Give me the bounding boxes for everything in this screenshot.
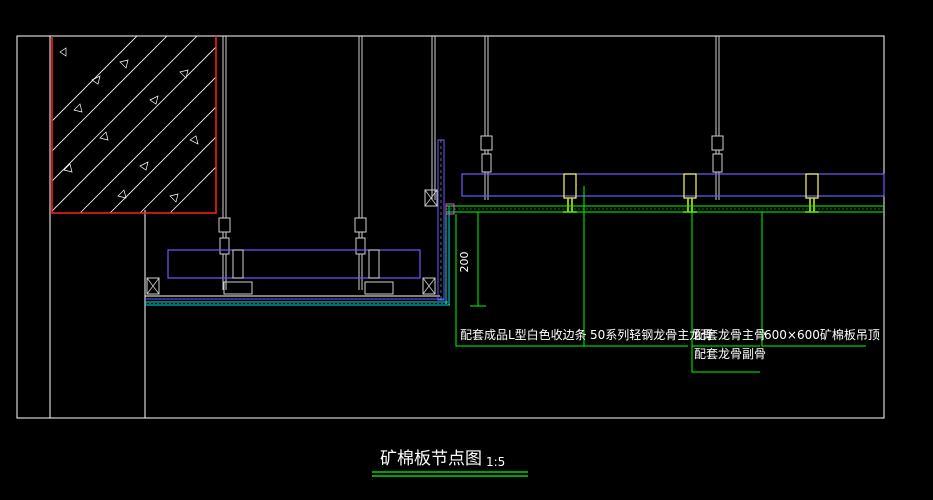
carrier-clips bbox=[563, 173, 819, 199]
tee-connectors bbox=[563, 198, 819, 213]
drawing-title: 矿棉板节点图 1:5 bbox=[372, 449, 528, 477]
annotation-sub-bone: 配套龙骨副骨 bbox=[694, 347, 766, 361]
ceiling-step-wall bbox=[424, 139, 455, 305]
annotation-main-keel: 50系列轻钢龙骨主龙骨 bbox=[590, 328, 713, 342]
upper-main-channel bbox=[461, 173, 885, 197]
rod-hangers bbox=[218, 135, 724, 255]
hanger-rods bbox=[222, 36, 720, 290]
title-scale: 1:5 bbox=[486, 455, 505, 469]
upper-ceiling-board bbox=[446, 205, 884, 213]
dimension-label: 200 bbox=[458, 252, 471, 273]
lower-main-channel bbox=[167, 249, 421, 279]
lower-channel-clip bbox=[368, 249, 380, 279]
leader-lines bbox=[455, 186, 866, 373]
annotation-main-bone: 配套龙骨主骨 bbox=[694, 328, 766, 342]
lower-channel-clip bbox=[232, 249, 244, 279]
title-text: 矿棉板节点图 bbox=[380, 449, 482, 469]
lower-ceiling-board bbox=[145, 277, 450, 306]
annotation-l-trim: 配套成品L型白色收边条 bbox=[460, 327, 587, 342]
dimension-200: 200 bbox=[458, 211, 486, 307]
concrete-wall bbox=[51, 36, 217, 214]
annotation-board: 600×600矿棉板吊顶 bbox=[764, 328, 880, 342]
drawing-frame bbox=[16, 35, 885, 419]
